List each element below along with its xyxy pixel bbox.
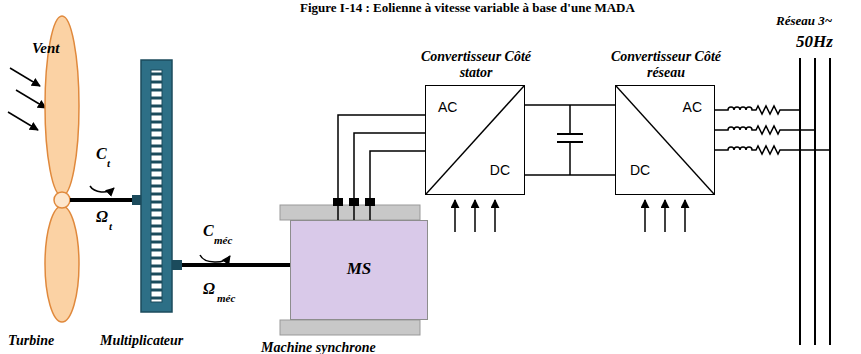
gear-rung — [151, 177, 162, 180]
gear-rung — [151, 161, 162, 164]
gear-rung — [151, 233, 162, 236]
shaft — [70, 198, 134, 202]
gear-rung — [151, 89, 162, 92]
gear-rung — [151, 121, 162, 124]
gear-rung — [151, 105, 162, 108]
speed-symbol: Ω — [203, 280, 215, 298]
control-arrows — [455, 200, 685, 232]
gear-rung — [151, 209, 162, 212]
machine-box: MSMachine synchrone — [290, 220, 428, 320]
figure-title: Figure I-14 : Eolienne à vitesse variabl… — [300, 1, 635, 15]
power-connection — [525, 105, 615, 175]
wire — [525, 104, 615, 106]
grid-label: Réseau 3~ — [776, 14, 832, 28]
wind-label: Vent — [32, 40, 60, 57]
grid-frequency: 50Hz — [796, 33, 833, 52]
subscript: méc — [217, 292, 235, 304]
gear-rung — [151, 145, 162, 148]
grid-lines — [800, 58, 830, 345]
gear-rung — [151, 225, 162, 228]
torque-symbol: C — [203, 222, 214, 240]
subscript: t — [107, 157, 110, 169]
rotation-arrows — [90, 186, 230, 262]
gear-rung — [151, 201, 162, 204]
gear-rung — [151, 241, 162, 244]
gear-rung — [151, 113, 162, 116]
converter-type: DC — [630, 163, 650, 178]
converter-box: Convertisseur Côté réseauDCAC — [615, 85, 715, 195]
gear-rung — [151, 297, 162, 300]
gear-rung — [151, 81, 162, 84]
gear-rung — [151, 169, 162, 172]
part-name: Turbine — [8, 333, 54, 348]
capacitor-symbol — [557, 105, 583, 175]
part-name: Machine synchrone — [261, 340, 376, 354]
wire — [338, 115, 425, 220]
machine-label: MS — [291, 260, 427, 279]
gear-rung — [151, 289, 162, 292]
grid-filter — [715, 106, 830, 154]
torque-symbol: C — [96, 145, 107, 163]
gear-rung — [151, 217, 162, 220]
power-connection — [338, 115, 425, 220]
wind-arrows — [8, 68, 46, 130]
gear-rung — [151, 193, 162, 196]
subscript: méc — [214, 234, 232, 246]
wire — [370, 151, 425, 220]
converter-heading: Convertisseur Côté réseau — [601, 49, 731, 80]
gear-rung — [151, 129, 162, 132]
converter-type: AC — [438, 100, 457, 115]
gear-rung — [151, 153, 162, 156]
gear-rung — [151, 97, 162, 100]
gear-rung — [151, 265, 162, 268]
gear-rung — [151, 281, 162, 284]
wire — [525, 174, 615, 176]
converter-heading: Convertisseur Côté stator — [411, 49, 541, 80]
gear-rung — [151, 257, 162, 260]
gearbox — [132, 60, 182, 312]
gear-rung — [151, 249, 162, 252]
wire — [354, 133, 425, 220]
subscript: t — [109, 220, 112, 232]
part-name: Multiplicateur — [100, 333, 183, 348]
gear-rung — [151, 73, 162, 76]
gear-rung — [151, 185, 162, 188]
gear-rung — [151, 137, 162, 140]
converter-box: Convertisseur Côté statorACDC — [425, 85, 525, 195]
speed-symbol: Ω — [96, 208, 108, 226]
turbine-blades — [45, 16, 79, 322]
gear-rung — [151, 273, 162, 276]
converter-type: AC — [683, 100, 702, 115]
shaft — [180, 263, 290, 267]
converter-type: DC — [490, 163, 510, 178]
